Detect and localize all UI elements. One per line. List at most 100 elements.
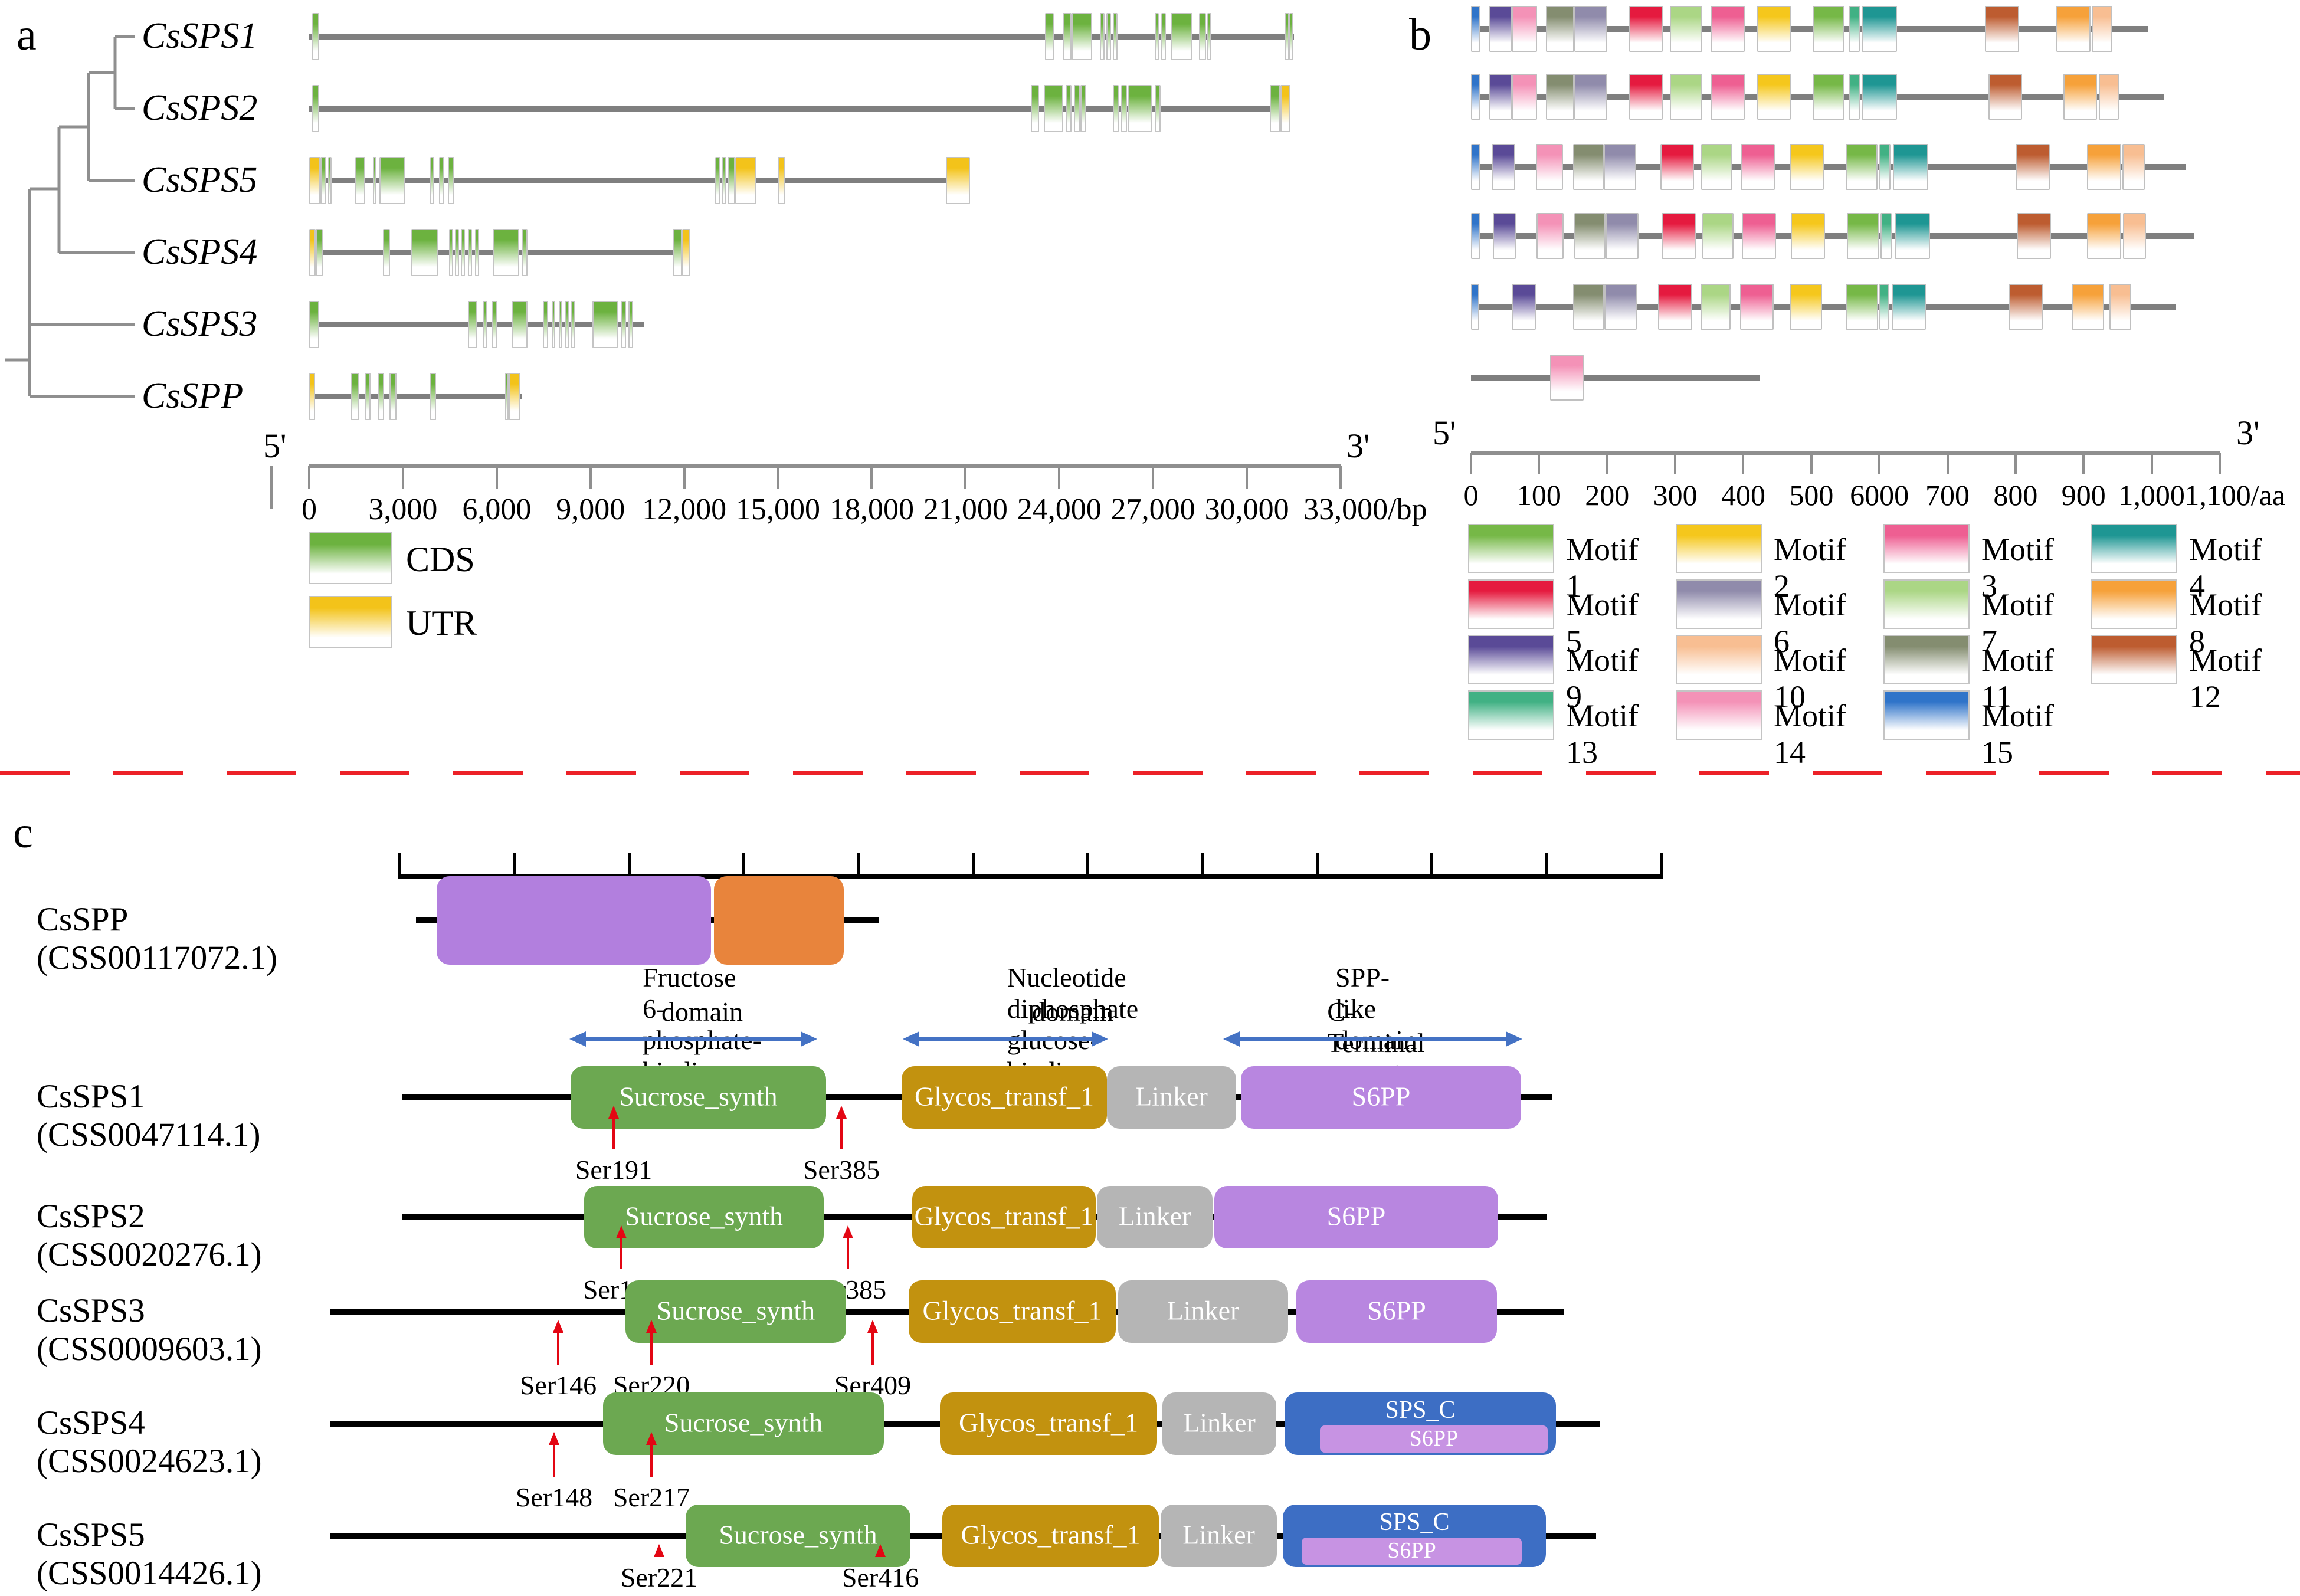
motif-1-box	[1846, 213, 1880, 259]
motif-7-box	[1669, 6, 1703, 52]
domain-label: S6PP	[1351, 1081, 1411, 1112]
S6PP-inner-box: S6PP	[1302, 1538, 1522, 1565]
motif-12-box	[2009, 284, 2043, 330]
utr-box	[309, 229, 316, 276]
cds-exon-box	[1062, 13, 1072, 60]
cds-exon-box	[1072, 13, 1093, 60]
arrow-stem	[847, 1237, 849, 1269]
phospho-site-label: Ser416	[841, 1562, 919, 1592]
intron-line	[309, 178, 971, 183]
phospho-site-arrow	[842, 1225, 854, 1270]
protein-label: CsSPS4 (CSS0024623.1)	[37, 1404, 262, 1480]
Glycos_transf_1-domain-box: Glycos_transf_1	[940, 1392, 1157, 1455]
domain-label: Sucrose_synth	[656, 1295, 815, 1326]
motif-6-box	[1604, 284, 1637, 330]
motif-10-legend-swatch	[1676, 635, 1762, 684]
domain-label: S6PP	[1367, 1295, 1426, 1326]
domain-label: Linker	[1182, 1519, 1255, 1550]
phospho-site-label: Ser146	[519, 1370, 597, 1400]
arrow-stem	[840, 1117, 843, 1149]
cds-exon-box	[475, 229, 480, 276]
cds-exon-box	[1113, 13, 1118, 60]
cds-exon-box	[1154, 85, 1161, 132]
gene-name: CsSPP	[142, 376, 244, 416]
axis-tick-label: 500	[1789, 479, 1834, 512]
motif-1-box	[1845, 284, 1878, 330]
motif-5-box	[1660, 144, 1695, 190]
S6PP-domain-box: S6PP	[1296, 1280, 1497, 1343]
phylogenetic-tree	[5, 35, 135, 398]
domain-label: Glycos_transf_1	[958, 1407, 1139, 1438]
motif-6-box	[1574, 6, 1607, 52]
cds-exon-box	[379, 157, 406, 204]
cds-exon-box	[1198, 13, 1206, 60]
cds-exon-box	[721, 157, 726, 204]
axis-left-stub	[270, 466, 273, 509]
cds-exon-box	[1161, 13, 1167, 60]
axis-line	[309, 464, 1341, 468]
axis-tick	[1058, 466, 1061, 489]
motif-2-box	[1757, 6, 1791, 52]
cds-exon-box	[1154, 13, 1159, 60]
utr-box	[735, 157, 756, 204]
cds-exon-box	[522, 229, 528, 276]
axis-tick	[1246, 466, 1249, 489]
arrow-head-right	[1092, 1031, 1108, 1047]
phospho-site-arrow	[646, 1320, 657, 1366]
motif-14-box	[1512, 6, 1537, 52]
axis-tick	[401, 466, 404, 489]
protein-backbone-line	[1471, 233, 2195, 239]
motif-12-legend-swatch	[2091, 635, 2177, 684]
domain-label: Glycos_transf_1	[914, 1201, 1094, 1231]
axis-tick-label: 700	[1925, 479, 1970, 512]
ruler-tick	[1086, 853, 1090, 879]
axis-tick-label: 18,000	[829, 493, 914, 526]
motif-3-legend-swatch	[1883, 524, 1970, 573]
cds-exon-box	[512, 301, 528, 348]
Linker-domain-box: Linker	[1107, 1066, 1236, 1129]
five-prime-label: 5'	[1433, 414, 1456, 452]
motif-6-box	[1606, 213, 1639, 259]
cds-exon-box	[455, 229, 460, 276]
motif-13-box	[1880, 213, 1892, 259]
axis-tick-label: 6000	[1850, 479, 1909, 512]
axis-tick	[2082, 453, 2085, 474]
legend-label: Motif 4	[2189, 532, 2262, 604]
axis-tick-label: 0	[1463, 479, 1479, 512]
cds-exon-box	[461, 229, 466, 276]
double-arrow-shaft	[578, 1037, 809, 1041]
double-arrow-shaft	[1231, 1037, 1514, 1041]
cds-exon-box	[558, 301, 562, 348]
motif-8-legend-swatch	[2091, 579, 2177, 629]
ruler-tick	[398, 853, 401, 879]
motif-15-box	[1471, 6, 1481, 52]
motif-11-box	[1545, 6, 1575, 52]
Sucrose_synth-domain-box: Sucrose_synth	[625, 1280, 846, 1343]
arrow-head-up	[875, 1544, 886, 1557]
motif-3-box	[1740, 144, 1775, 190]
arrow-head-left	[903, 1031, 919, 1047]
motif-3-box	[1711, 6, 1745, 52]
axis-tick-label: 1,000	[2118, 479, 2185, 512]
motif-2-box	[1791, 213, 1825, 259]
motif-7-legend-swatch	[1883, 579, 1970, 629]
Linker-domain-box: Linker	[1162, 1392, 1276, 1455]
motif-3-box	[1711, 74, 1745, 120]
double-arrow-shaft	[911, 1037, 1100, 1041]
legend-label: Motif 1	[1566, 532, 1639, 604]
motif-13-legend-swatch	[1468, 690, 1554, 740]
arrow-head-right	[1506, 1031, 1522, 1047]
motif-7-box	[1702, 213, 1734, 259]
phospho-site-arrow	[552, 1320, 564, 1366]
legend-label: UTR	[406, 604, 477, 643]
motif-10-box	[2123, 213, 2147, 259]
domain-label: S6PP	[1387, 1538, 1436, 1564]
motif-5-box	[1662, 213, 1696, 259]
cds-exon-box	[1080, 85, 1087, 132]
utr-box	[778, 157, 785, 204]
cds-exon-box	[1284, 13, 1289, 60]
domain-label: Sucrose_synth	[624, 1201, 784, 1231]
motif-15-box	[1471, 144, 1481, 190]
axis-tick	[589, 466, 592, 489]
